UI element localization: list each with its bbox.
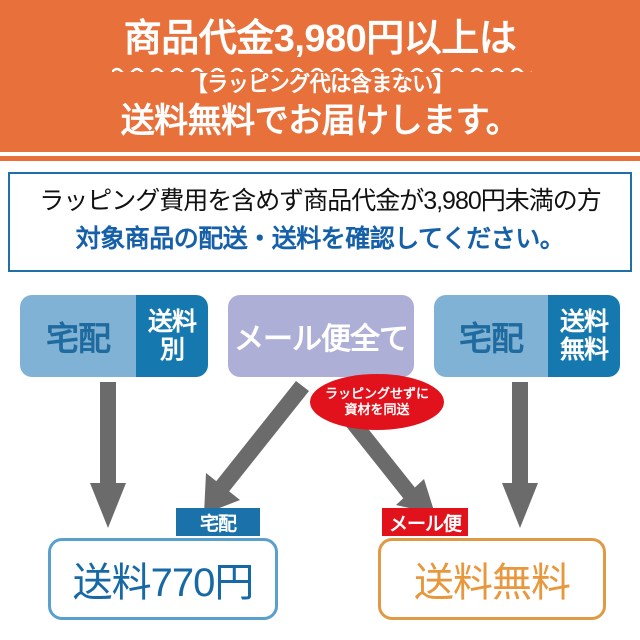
category-pill-takuhai-extra[interactable]: 宅配 送料別 [20,295,208,377]
method-tag-label: 宅配 [199,513,237,535]
banner-line-3: 送料無料でお届けします。 [120,102,520,140]
condition-info-box: ラッピング費用を含めず商品代金が3,980円未満の方 対象商品の配送・送料を確認… [8,172,632,272]
result-label: 送料無料 [414,561,571,605]
pill-label-takuhai: 宅配 [434,295,548,377]
pill-label-mailbin: メール便全て [228,295,414,377]
banner-bottom-stripe [0,156,640,161]
note-badge-no-wrapping: ラッピングせずに 資材を同送 [310,374,444,430]
pill-label-text: 宅配 [459,320,524,357]
note-badge-line-2: 資材を同送 [344,402,410,417]
method-tag-takuhai: 宅配 [176,508,260,536]
pill-label-text: メール便全て [234,323,409,356]
category-pill-mailbin-all[interactable]: メール便全て [228,295,414,377]
method-tag-label: メール便 [388,513,462,535]
arrow-down-takuhai-free [502,382,538,528]
banner-line-2: 【ラッピング代は含まない】 [186,73,454,96]
result-box-free-shipping: 送料無料 [378,538,606,620]
result-box-shipping-fee: 送料770円 [48,538,278,620]
category-pill-takuhai-free[interactable]: 宅配 送料無料 [434,295,620,377]
note-badge-line-1: ラッピングせずに [324,386,429,401]
result-label: 送料770円 [72,561,255,605]
pill-label-text: 宅配 [46,320,111,357]
condition-line-1: ラッピング費用を含めず商品代金が3,980円未満の方 [39,187,602,215]
pill-label-takuhai: 宅配 [20,295,136,377]
method-tag-mailbin: メール便 [382,508,468,536]
pill-badge-free-shipping: 送料無料 [548,295,620,377]
banner-line-1: 商品代金3,980円以上は [123,18,517,60]
arrow-down-takuhai-extra [90,382,126,528]
condition-line-2: 対象商品の配送・送料を確認してください。 [75,225,565,253]
wavy-underline-decoration [112,62,532,72]
pill-badge-shipping-extra: 送料別 [136,295,208,377]
promo-banner: 商品代金3,980円以上は 【ラッピング代は含まない】 送料無料でお届けします。 [0,0,640,152]
pill-badge-text: 送料無料 [559,308,609,364]
arrow-diagonal-mailbin-to-takuhai [204,381,309,514]
pill-badge-text: 送料別 [147,308,197,364]
